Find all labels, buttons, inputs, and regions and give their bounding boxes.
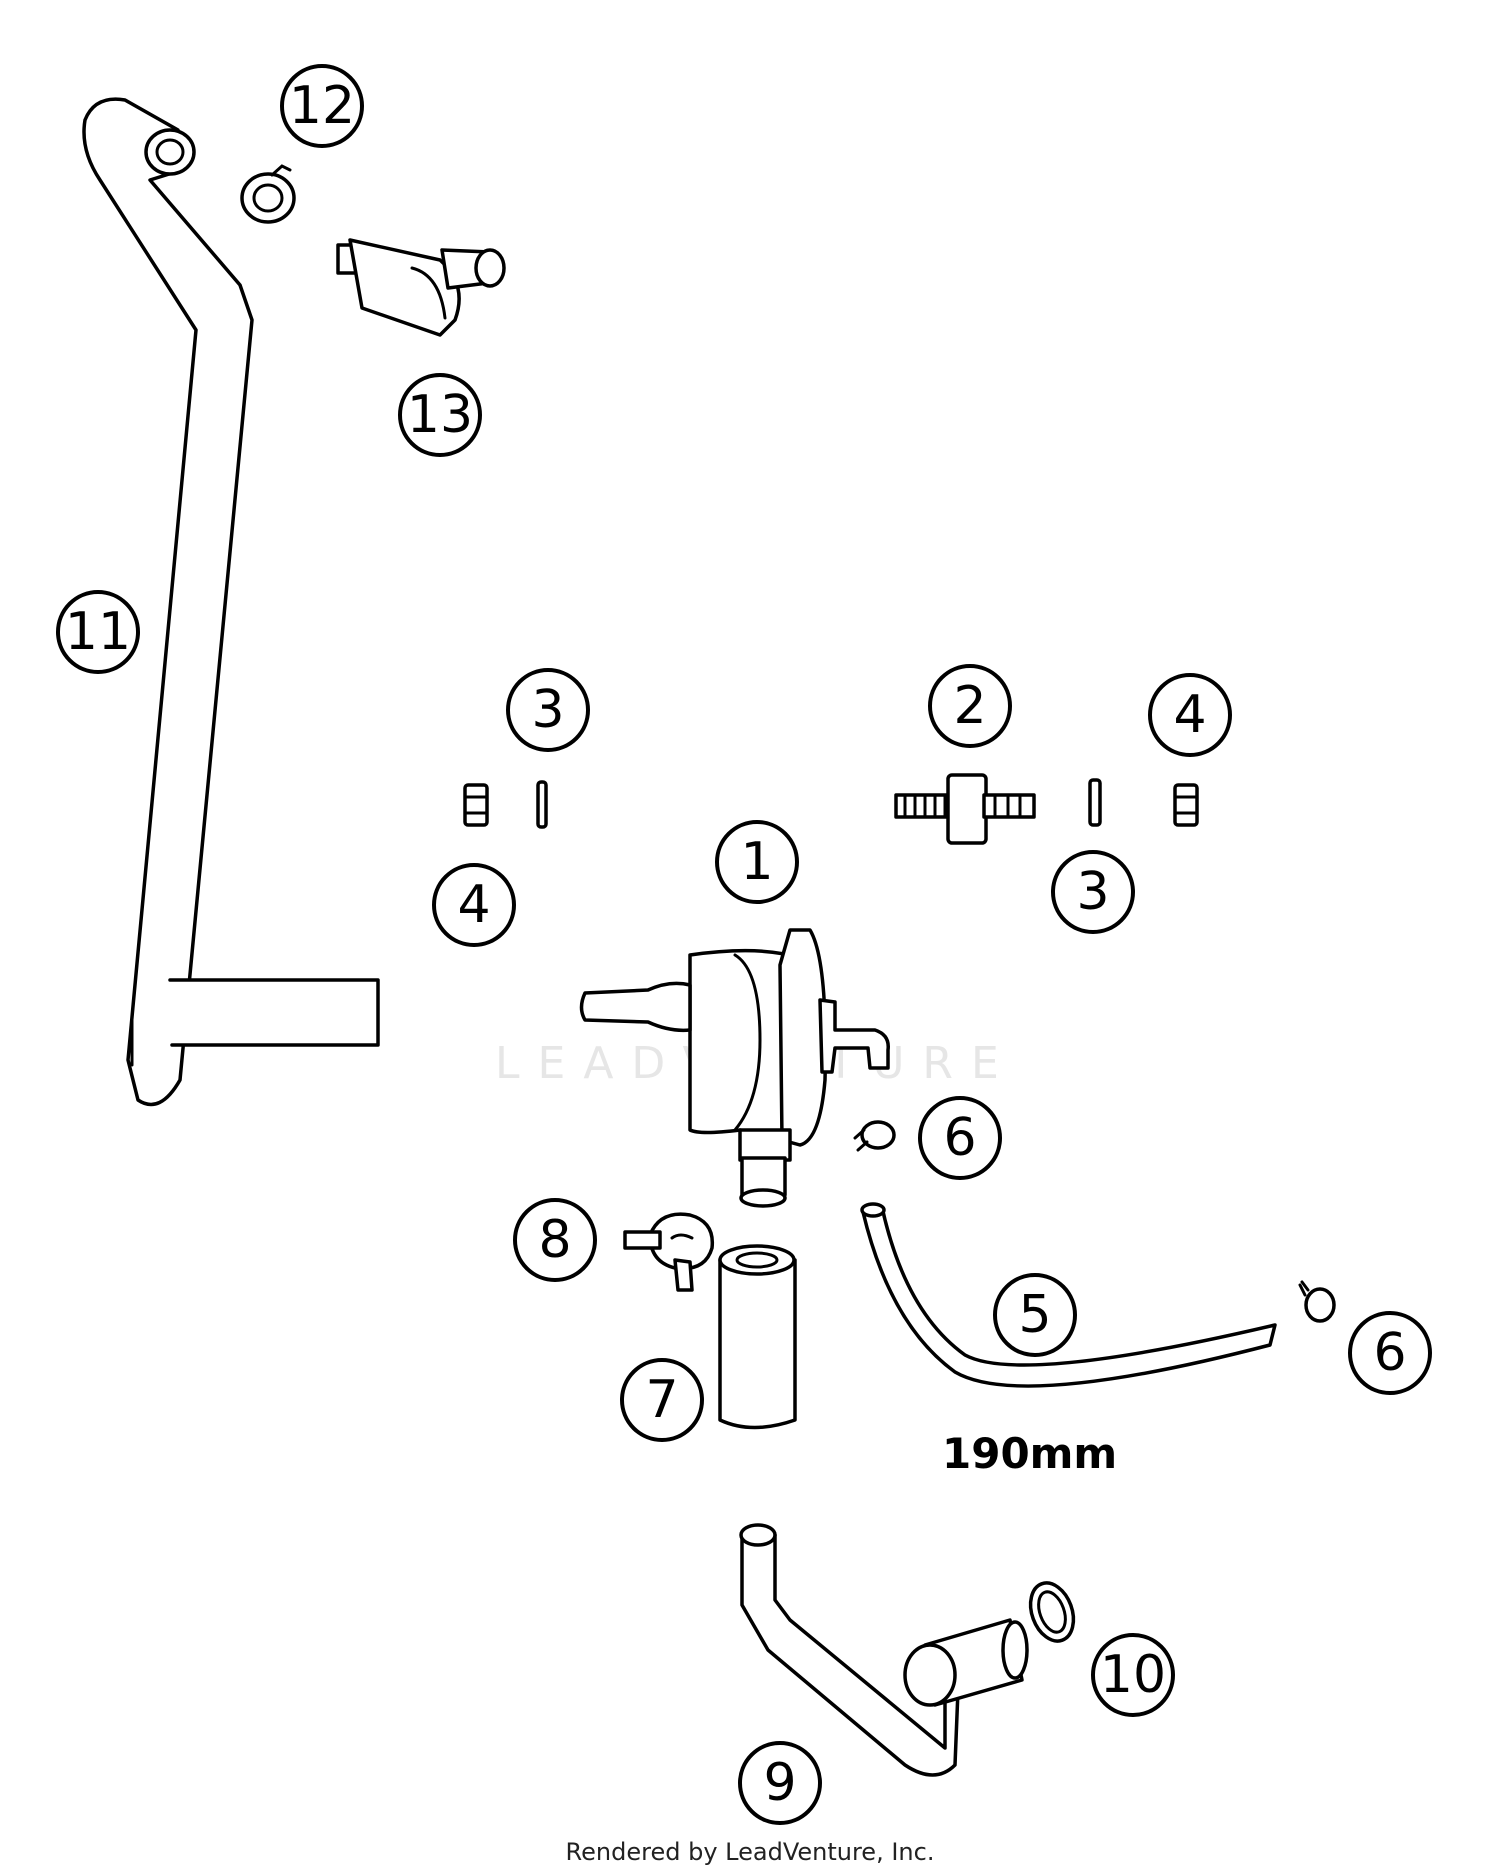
callout-1: 1 <box>715 820 799 904</box>
o-ring-part-10 <box>1028 1581 1076 1643</box>
callout-6-lower: 6 <box>1348 1311 1432 1395</box>
callout-13: 13 <box>398 373 482 457</box>
callout-number: 7 <box>645 1370 678 1430</box>
hose-part-5 <box>860 1202 1277 1388</box>
callout-4-upper: 4 <box>1148 673 1232 757</box>
rubber-mount-part-2 <box>894 773 1036 845</box>
callout-number: 13 <box>407 385 473 445</box>
washer-part-3-right <box>1088 778 1102 827</box>
hose-part-7 <box>718 1244 797 1430</box>
callout-number: 1 <box>740 832 773 892</box>
callout-number: 9 <box>763 1753 796 1813</box>
air-valve-part-1 <box>579 928 890 1208</box>
callout-number: 6 <box>1373 1323 1406 1383</box>
washer-part-3-left <box>536 780 548 829</box>
footer-credit: Rendered by LeadVenture, Inc. <box>566 1838 935 1866</box>
callout-number: 4 <box>1173 685 1206 745</box>
callout-11: 11 <box>56 590 140 674</box>
callout-number: 11 <box>65 602 131 662</box>
hose-clamp-part-8 <box>623 1212 715 1292</box>
callout-12: 12 <box>280 64 364 148</box>
callout-number: 8 <box>538 1210 571 1270</box>
callout-3-lower: 3 <box>1051 850 1135 934</box>
callout-number: 10 <box>1100 1645 1166 1705</box>
clamp-part-6-upper <box>853 1120 896 1152</box>
callout-number: 2 <box>953 676 986 736</box>
nut-part-4-right <box>1173 783 1199 827</box>
callout-10: 10 <box>1091 1633 1175 1717</box>
callout-3-upper: 3 <box>506 668 590 752</box>
callout-4-lower: 4 <box>432 863 516 947</box>
valve-part-13 <box>336 238 506 337</box>
callout-8: 8 <box>513 1198 597 1282</box>
nut-part-4-left <box>463 783 489 827</box>
hose-length-label: 190mm <box>942 1429 1117 1478</box>
clamp-part-6-lower <box>1298 1280 1336 1323</box>
callout-7: 7 <box>620 1358 704 1442</box>
callout-number: 6 <box>943 1108 976 1168</box>
callout-6-upper: 6 <box>918 1096 1002 1180</box>
pipe-part-9 <box>739 1523 1029 1777</box>
callout-9: 9 <box>738 1741 822 1825</box>
callout-2: 2 <box>928 664 1012 748</box>
callout-number: 3 <box>1076 862 1109 922</box>
callout-number: 3 <box>531 680 564 740</box>
callout-number: 12 <box>289 76 355 136</box>
callout-number: 5 <box>1018 1285 1051 1345</box>
clamp-part-12 <box>240 164 296 224</box>
hose-part-11 <box>82 97 380 1107</box>
callout-number: 4 <box>457 875 490 935</box>
callout-5: 5 <box>993 1273 1077 1357</box>
